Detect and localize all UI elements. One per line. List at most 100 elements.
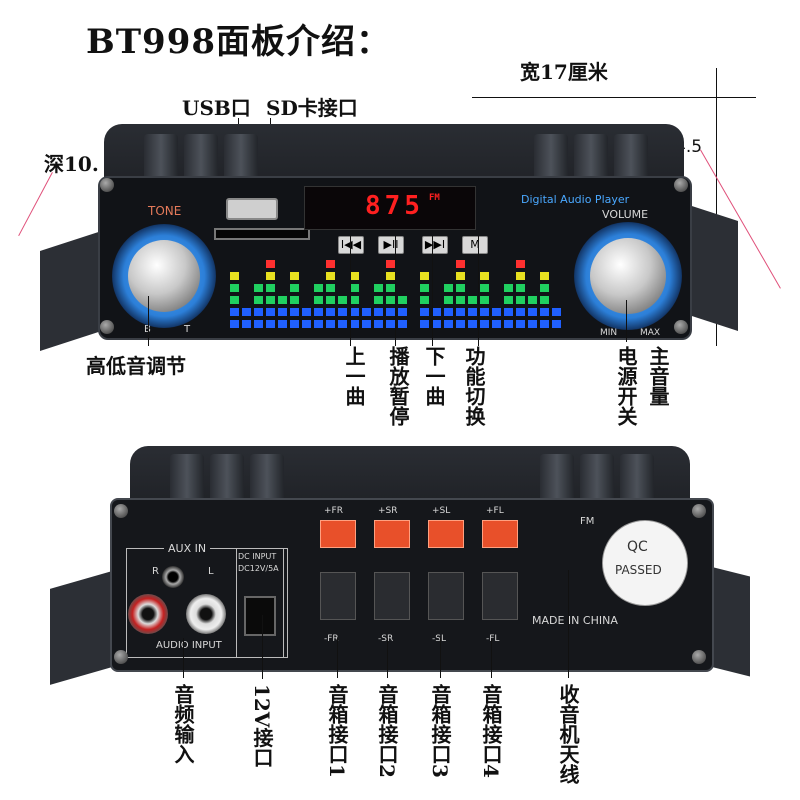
- spectrum-segment: [540, 272, 549, 280]
- spectrum-segment: [230, 308, 239, 316]
- audio-in-left-rca[interactable]: [186, 594, 226, 634]
- speaker-minus-terminal[interactable]: [428, 572, 464, 620]
- mode-pointer: [478, 236, 479, 346]
- spectrum-segment: [302, 320, 311, 328]
- spectrum-segment: [528, 296, 537, 304]
- dc-input-silk: DC INPUT: [238, 552, 277, 561]
- spectrum-segment: [326, 272, 335, 280]
- spectrum-segment: [480, 272, 489, 280]
- spectrum-segment: [492, 320, 501, 328]
- spectrum-segment: [314, 308, 323, 316]
- spectrum-segment: [444, 284, 453, 292]
- height-line: [716, 68, 717, 346]
- volume-label: 主音量: [646, 346, 670, 406]
- aux-in-silk: AUX IN: [164, 542, 211, 555]
- spectrum-segment: [516, 308, 525, 316]
- spectrum-segment: [468, 320, 477, 328]
- volume-silk: VOLUME: [602, 208, 649, 221]
- speaker-plus-terminal[interactable]: [320, 520, 356, 548]
- spectrum-segment: [420, 284, 429, 292]
- speaker-plus-terminal[interactable]: [482, 520, 518, 548]
- speaker-plus-terminal[interactable]: [374, 520, 410, 548]
- usb-port[interactable]: [226, 198, 278, 220]
- spectrum-segment: [480, 308, 489, 316]
- antenna-pointer: [568, 570, 569, 678]
- prev-label: 上一曲: [342, 346, 366, 406]
- spectrum-segment: [290, 308, 299, 316]
- sd-label: SD卡接口: [266, 96, 358, 120]
- speaker-plus-label: +FR: [324, 506, 343, 516]
- speaker-plus-terminal[interactable]: [428, 520, 464, 548]
- power-label: 电源开关: [614, 346, 638, 426]
- spectrum-segment: [552, 308, 561, 316]
- speaker-minus-terminal[interactable]: [374, 572, 410, 620]
- spectrum-segment: [230, 296, 239, 304]
- spectrum-segment: [374, 308, 383, 316]
- prev-button[interactable]: I◀◀: [338, 236, 364, 254]
- spectrum-segment: [456, 320, 465, 328]
- spectrum-segment: [254, 284, 263, 292]
- dc-label: 12V接口: [250, 684, 274, 768]
- mode-label: 功能切换: [462, 346, 486, 426]
- r-silk: R: [152, 566, 159, 577]
- back-panel: AUX IN R L AUDIO INPUT DC INPUT DC12V/5A…: [110, 498, 714, 672]
- spectrum-segment: [314, 296, 323, 304]
- spectrum-segment: [516, 296, 525, 304]
- screw: [692, 650, 706, 664]
- spectrum-segment: [420, 296, 429, 304]
- antenna-label: 收音机天线: [556, 684, 580, 784]
- dc-jack[interactable]: [244, 596, 276, 636]
- spectrum-segment: [468, 308, 477, 316]
- tone-knob[interactable]: [128, 240, 200, 312]
- spectrum-segment: [492, 308, 501, 316]
- play-pause-button[interactable]: ▶II: [378, 236, 404, 254]
- width-line: [472, 97, 756, 98]
- screw: [100, 320, 114, 334]
- display-fm: FM: [429, 193, 440, 203]
- next-button[interactable]: ▶▶I: [422, 236, 448, 254]
- spectrum-segment: [338, 296, 347, 304]
- sd-slot[interactable]: [214, 228, 310, 240]
- spectrum-segment: [456, 284, 465, 292]
- speaker-minus-terminal[interactable]: [482, 572, 518, 620]
- spectrum-segment: [540, 320, 549, 328]
- screw: [114, 650, 128, 664]
- spectrum-segment: [420, 308, 429, 316]
- spectrum-segment: [386, 284, 395, 292]
- spectrum-segment: [504, 308, 513, 316]
- spk4-pointer: [491, 638, 492, 678]
- usb-label: USB口: [182, 96, 251, 120]
- spectrum-segment: [504, 284, 513, 292]
- spectrum-segment: [540, 284, 549, 292]
- volume-knob[interactable]: [590, 238, 666, 314]
- spectrum-segment: [230, 284, 239, 292]
- audio-in-pointer: [183, 638, 184, 678]
- spectrum-segment: [242, 320, 251, 328]
- spk2-label: 音箱接口2: [375, 684, 399, 778]
- audio-in-right-rca[interactable]: [128, 594, 168, 634]
- spectrum-segment: [516, 260, 525, 268]
- spectrum-segment: [326, 320, 335, 328]
- spectrum-segment: [456, 260, 465, 268]
- spectrum-segment: [528, 320, 537, 328]
- min-silk: MIN: [600, 328, 618, 338]
- display-digits: 875: [365, 191, 424, 221]
- screw: [100, 178, 114, 192]
- spectrum-segment: [278, 296, 287, 304]
- bass-silk: B: [144, 324, 151, 335]
- screw: [114, 504, 128, 518]
- spectrum-segment: [386, 308, 395, 316]
- spectrum-segment: [456, 272, 465, 280]
- play-label: 播放暂停: [386, 346, 410, 426]
- dc-box: [236, 548, 284, 658]
- speaker-minus-label: -SL: [432, 634, 446, 644]
- spectrum-segment: [266, 296, 275, 304]
- spectrum-segment: [326, 260, 335, 268]
- mode-button[interactable]: M: [462, 236, 488, 254]
- spectrum-segment: [350, 296, 359, 304]
- spectrum-segment: [504, 320, 513, 328]
- spectrum-segment: [350, 272, 359, 280]
- next-label: 下一曲: [422, 346, 446, 406]
- aux-jack[interactable]: [162, 566, 184, 588]
- speaker-minus-terminal[interactable]: [320, 572, 356, 620]
